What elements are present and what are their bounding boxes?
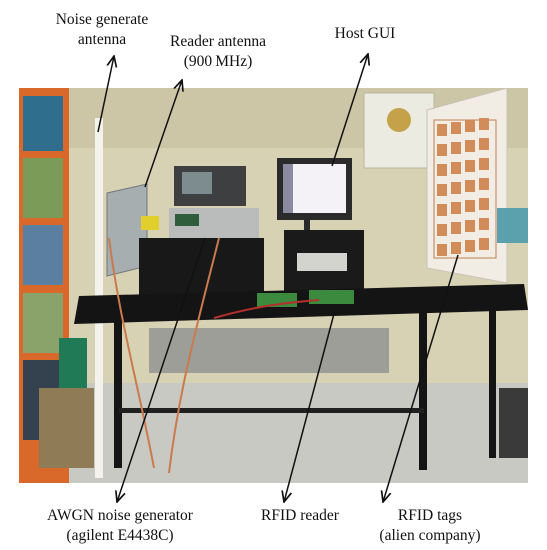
yellow-box <box>141 216 159 230</box>
label-line: Reader antenna <box>170 33 266 50</box>
lab-setup-photo <box>19 88 528 483</box>
label-awgn-noise-generator: AWGN noise generator (agilent E4438C) <box>10 506 230 546</box>
label-line: RFID tags <box>397 507 463 524</box>
label-line: antenna <box>77 31 127 48</box>
label-host-gui: Host GUI <box>310 24 420 44</box>
analyzer-screen <box>182 172 212 194</box>
monitor-screen <box>283 164 346 213</box>
poster-emblem <box>387 108 411 132</box>
label-line: (alien company) <box>379 527 481 544</box>
monitor-sidebar <box>283 164 293 213</box>
label-noise-generate-antenna: Noise generate antenna <box>32 10 172 50</box>
chair <box>499 388 528 458</box>
cable <box>213 299 320 319</box>
label-line: (agilent E4438C) <box>66 527 174 544</box>
table-leg <box>114 318 122 468</box>
generator-display <box>175 214 199 226</box>
label-line: Noise generate <box>55 11 149 28</box>
storage-box <box>39 388 94 468</box>
monitor-stand <box>304 220 310 230</box>
rfid-tag-grid <box>433 118 497 259</box>
rfid-reader-board <box>309 290 354 304</box>
label-line: Host GUI <box>334 25 396 42</box>
power-supply <box>297 253 347 271</box>
books <box>23 158 63 218</box>
books <box>23 293 63 353</box>
table-leg <box>489 308 496 458</box>
label-rfid-tags: RFID tags (alien company) <box>345 506 515 546</box>
label-line: RFID reader <box>261 507 339 524</box>
teal-instrument <box>497 208 528 243</box>
vent-grate <box>149 328 389 373</box>
books <box>23 96 63 151</box>
label-line: AWGN noise generator <box>47 507 193 524</box>
label-reader-antenna: Reader antenna (900 MHz) <box>148 32 288 72</box>
table-frame <box>119 408 424 413</box>
table-leg <box>419 310 427 470</box>
label-rfid-reader: RFID reader <box>245 506 355 526</box>
label-line: (900 MHz) <box>183 53 253 70</box>
books <box>23 225 63 285</box>
